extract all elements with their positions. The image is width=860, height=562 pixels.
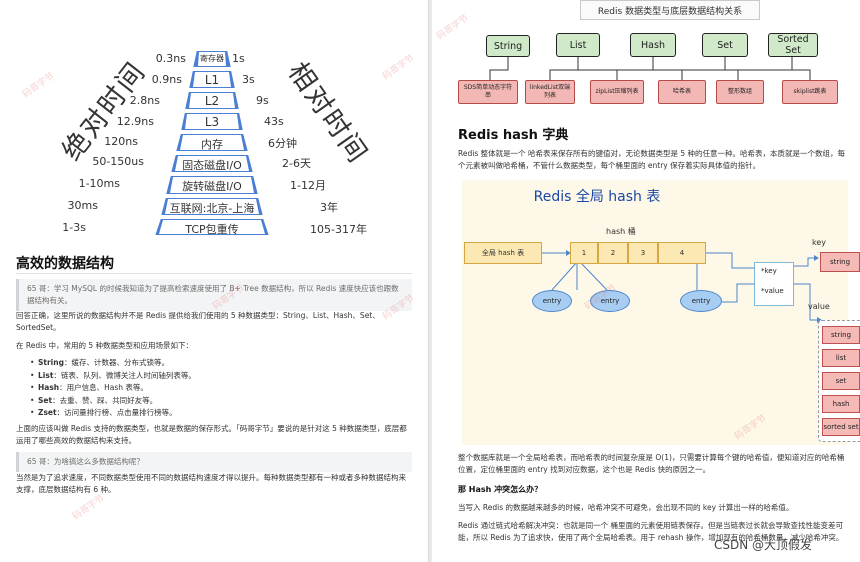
- hash-bucket: 1: [570, 242, 598, 264]
- encoding-box-linkedlist: linkedList双端列表: [525, 80, 575, 104]
- paragraph: 整个数据库就是一个全局哈希表，而哈希表的时间复杂度是 O(1)，只需要计算每个键…: [458, 453, 845, 474]
- value-box-sorted-set: sorted set: [822, 418, 860, 436]
- hash-bucket: 2: [598, 242, 628, 264]
- global-hash-diagram: Redis 全局 hash 表 hash 桶 全局 hash 表: [462, 180, 860, 445]
- entry-pointer-box: *key *value: [754, 262, 794, 306]
- quote-block: 65 哥：学习 MySQL 的时候我知道为了提高检索速度使用了 B+ Tree …: [16, 279, 412, 311]
- pyramid-level-name: 旋转磁盘I/O: [182, 180, 242, 193]
- sub-heading: 那 Hash 冲突怎么办？: [458, 485, 543, 494]
- left-page: 寄存器 L1 L2 L3 内存 固态磁盘I/O 旋转磁盘I/O 互联网:北京-上…: [0, 0, 428, 562]
- hash-bucket: 4: [658, 242, 706, 264]
- pyramid-rel-time: 105-317年: [310, 223, 367, 236]
- pyramid-rel-time: 1s: [232, 52, 245, 65]
- encoding-box-sds: SDS简单动态字符串: [458, 80, 518, 104]
- key-pointer: *key: [761, 267, 777, 275]
- paragraph: 当写入 Redis 的数据越来越多的时候，哈希冲突不可避免，会出现不同的 key…: [458, 503, 794, 512]
- encoding-box-intset: 整形数组: [716, 80, 764, 104]
- pyramid-level-name: 内存: [201, 138, 223, 151]
- csdn-watermark: CSDN @大顶假发: [714, 538, 813, 552]
- paragraph: 当然是为了追求速度，不同数据类型使用不同的数据结构速度才得以提升。每种数据类型都…: [16, 473, 406, 494]
- value-pointer: *value: [761, 287, 784, 295]
- pyramid-level-name: 互联网:北京-上海: [169, 202, 255, 215]
- pyramid-rel-time: 9s: [256, 94, 269, 107]
- paragraph: Redis 整体就是一个 哈希表来保存所有的键值对，无论数据类型是 5 种的任意…: [458, 149, 846, 170]
- section-heading: 高效的数据结构: [16, 256, 114, 272]
- key-string-box: string: [820, 252, 860, 272]
- figure-title: Redis 数据类型与底层数据结构关系: [580, 0, 760, 20]
- list-item: List：链表、队列、微博关注人时间轴列表等。: [30, 370, 410, 383]
- quote-block: 65 哥：为啥搞这么多数据结构呢？: [16, 452, 412, 472]
- type-box-set: Set: [702, 33, 748, 57]
- pyramid-level-name: 寄存器: [200, 54, 224, 63]
- bucket-label: hash 桶: [606, 227, 636, 236]
- paragraph: 上面的应该叫做 Redis 支持的数据类型，也就是数据的保存形式。「码哥字节」要…: [16, 424, 407, 445]
- paragraph: 回答正确，这里所说的数据结构并不是 Redis 提供给我们使用的 5 种数据类型…: [16, 311, 380, 332]
- encoding-box-skiplist: skiplist跳表: [782, 80, 838, 104]
- paragraph: 在 Redis 中，常用的 5 种数据类型和应用场景如下：: [16, 341, 194, 350]
- pyramid-level-name: L2: [204, 94, 220, 108]
- list-item: Set：去重、赞、踩、共同好友等。: [30, 395, 410, 408]
- pyramid-graphic: [152, 49, 272, 237]
- diagram-title: Redis 全局 hash 表: [533, 189, 661, 205]
- pyramid-abs-time: 120ns: [104, 135, 138, 148]
- type-box-list: List: [556, 33, 600, 57]
- pyramid-abs-time: 12.9ns: [116, 115, 154, 128]
- pyramid-abs-time: 50-150us: [92, 155, 144, 168]
- value-box-hash: hash: [822, 395, 860, 413]
- latency-pyramid: 寄存器 L1 L2 L3 内存 固态磁盘I/O 旋转磁盘I/O 互联网:北京-上…: [0, 0, 428, 244]
- type-encoding-connectors: [489, 57, 811, 80]
- type-list: String：缓存、计数器、分布式锁等。 List：链表、队列、微博关注人时间轴…: [30, 357, 410, 420]
- type-box-sorted-set: Sorted Set: [768, 33, 818, 57]
- pyramid-level-name: TCP包重传: [185, 223, 239, 236]
- pyramid-rel-time: 3年: [320, 201, 338, 214]
- right-page: Redis 数据类型与底层数据结构关系 String List Hash Set…: [432, 0, 860, 562]
- hash-bucket: 3: [628, 242, 658, 264]
- pyramid-rel-time: 43s: [264, 115, 284, 128]
- value-label: value: [808, 302, 830, 311]
- global-hash-table-box: 全局 hash 表: [464, 242, 542, 264]
- pyramid-rel-time: 6分钟: [268, 137, 297, 150]
- key-label: key: [812, 238, 827, 247]
- pyramid-level-name: 固态磁盘I/O: [182, 159, 242, 172]
- list-item: Hash：用户信息、Hash 表等。: [30, 382, 410, 395]
- list-item: String：缓存、计数器、分布式锁等。: [30, 357, 410, 370]
- type-box-string: String: [486, 35, 530, 57]
- value-box-string: string: [822, 326, 860, 344]
- pyramid-abs-time: 0.9ns: [151, 73, 182, 86]
- pyramid-rel-time: 1-12月: [290, 179, 326, 192]
- encoding-box-hashtable: 哈希表: [658, 80, 706, 104]
- pyramid-abs-time: 0.3ns: [155, 52, 186, 65]
- value-box-set: set: [822, 372, 860, 390]
- type-box-hash: Hash: [630, 33, 676, 57]
- value-box-list: list: [822, 349, 860, 367]
- heading-divider: [16, 273, 412, 274]
- page-gutter: [428, 0, 432, 562]
- entry-node: entry: [532, 290, 572, 312]
- list-item: Zset：访问量排行榜、点击量排行榜等。: [30, 407, 410, 420]
- diagram-arrows: [541, 250, 822, 323]
- pyramid-rel-time: 3s: [242, 73, 255, 86]
- paragraph: Redis 通过链式哈希解决冲突：也就是同一个 桶里面的元素使用链表保存。但是当…: [458, 521, 844, 542]
- pyramid-abs-time: 30ms: [67, 199, 98, 212]
- pyramid-abs-time: 1-3s: [62, 221, 86, 234]
- pyramid-abs-time: 2.8ns: [129, 94, 160, 107]
- section-heading: Redis hash 字典: [458, 128, 569, 143]
- pyramid-abs-time: 1-10ms: [78, 177, 120, 190]
- encoding-box-ziplist: zipList压缩列表: [590, 80, 644, 104]
- pyramid-level-name: L3: [204, 115, 220, 129]
- entry-node: entry: [680, 290, 722, 312]
- entry-node: entry: [590, 290, 630, 312]
- pyramid-rel-time: 2-6天: [282, 157, 311, 170]
- pyramid-level-name: L1: [204, 73, 220, 87]
